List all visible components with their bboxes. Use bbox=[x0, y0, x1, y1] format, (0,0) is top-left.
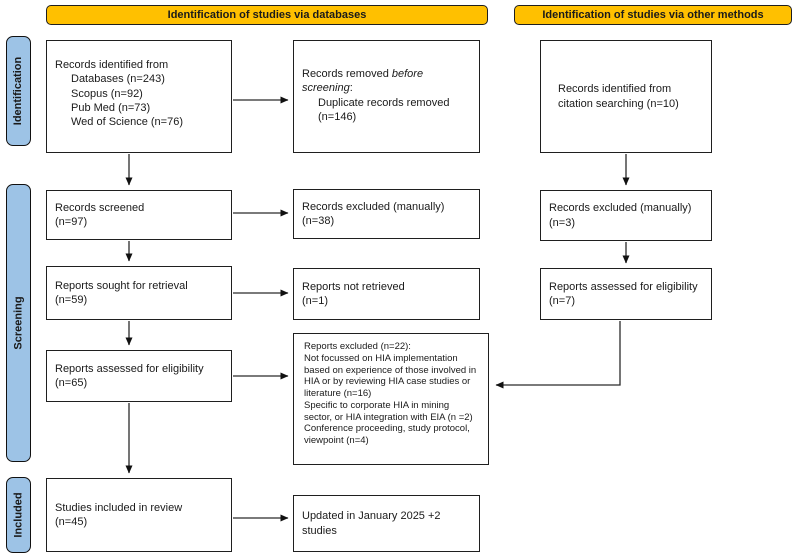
reports-excluded-reason-2: Specific to corporate HIA in mining sect… bbox=[304, 399, 473, 423]
stage-screening-label: Screening bbox=[12, 296, 25, 350]
records-identified-databases: Databases (n=243) bbox=[71, 73, 165, 86]
box-records-removed: Records removed before screening: Duplic… bbox=[293, 40, 480, 153]
stage-identification-label: Identification bbox=[12, 56, 25, 126]
box-reports-sought: Reports sought for retrieval (n=59) bbox=[46, 266, 232, 320]
reports-excluded-title: Reports excluded (n=22): bbox=[304, 341, 411, 352]
box-records-excluded-manually: Records excluded (manually) (n=38) bbox=[293, 189, 480, 239]
records-excluded-other-count: (n=3) bbox=[549, 216, 575, 229]
records-excluded-other-text: Records excluded (manually) bbox=[549, 202, 692, 215]
box-reports-assessed-other: Reports assessed for eligibility (n=7) bbox=[540, 268, 712, 320]
stage-included-label: Included bbox=[12, 492, 25, 538]
records-excluded-count: (n=38) bbox=[302, 215, 335, 227]
box-studies-included: Studies included in review (n=45) bbox=[46, 478, 232, 552]
studies-included-count: (n=45) bbox=[55, 516, 88, 528]
records-removed-duplicates: Duplicate records removed (n=146) bbox=[318, 96, 450, 123]
header-other-methods: Identification of studies via other meth… bbox=[514, 5, 792, 25]
reports-assessed-text: Reports assessed for eligibility bbox=[55, 362, 204, 375]
records-identified-webofscience: Wed of Science (n=76) bbox=[71, 116, 183, 129]
stage-identification: Identification bbox=[6, 36, 31, 146]
box-reports-excluded: Reports excluded (n=22): Not focussed on… bbox=[293, 333, 489, 465]
records-identified-title: Records identified from bbox=[55, 59, 169, 71]
arrow-assessed-other-to-reports-excluded bbox=[495, 321, 621, 389]
reports-excluded-reason-1: Not focussed on HIA implementation based… bbox=[304, 352, 477, 400]
records-removed-text: Records removed before screening: bbox=[302, 68, 424, 95]
box-records-excluded-manually-other: Records excluded (manually) (n=3) bbox=[540, 190, 712, 241]
records-excluded-text: Records excluded (manually) bbox=[302, 200, 445, 213]
stage-screening: Screening bbox=[6, 184, 31, 462]
box-records-screened: Records screened (n=97) bbox=[46, 190, 232, 240]
box-citation-searching: Records identified from citation searchi… bbox=[540, 40, 712, 153]
box-reports-not-retrieved: Reports not retrieved (n=1) bbox=[293, 268, 480, 320]
updated-january-text: Updated in January 2025 +2 studies bbox=[302, 510, 441, 537]
citation-searching-text: Records identified from citation searchi… bbox=[558, 83, 679, 110]
reports-excluded-reason-3: Conference proceeding, study protocol, v… bbox=[304, 423, 470, 447]
box-records-identified: Records identified from Databases (n=243… bbox=[46, 40, 232, 153]
records-screened-count: (n=97) bbox=[55, 216, 88, 228]
records-identified-scopus: Scopus (n=92) bbox=[71, 87, 143, 100]
studies-included-text: Studies included in review bbox=[55, 501, 183, 514]
reports-assessed-count: (n=65) bbox=[55, 377, 88, 389]
box-reports-assessed: Reports assessed for eligibility (n=65) bbox=[46, 350, 232, 402]
reports-not-retrieved-count: (n=1) bbox=[302, 295, 328, 307]
stage-included: Included bbox=[6, 477, 31, 553]
reports-assessed-other-count: (n=7) bbox=[549, 295, 575, 307]
box-updated-january: Updated in January 2025 +2 studies bbox=[293, 495, 480, 552]
reports-not-retrieved-text: Reports not retrieved bbox=[302, 280, 405, 293]
reports-sought-text: Reports sought for retrieval bbox=[55, 279, 188, 292]
reports-assessed-other-text: Reports assessed for eligibility bbox=[549, 280, 698, 293]
header-databases: Identification of studies via databases bbox=[46, 5, 488, 25]
records-screened-text: Records screened bbox=[55, 201, 145, 214]
records-identified-pubmed: Pub Med (n=73) bbox=[71, 101, 151, 114]
reports-sought-count: (n=59) bbox=[55, 294, 88, 306]
